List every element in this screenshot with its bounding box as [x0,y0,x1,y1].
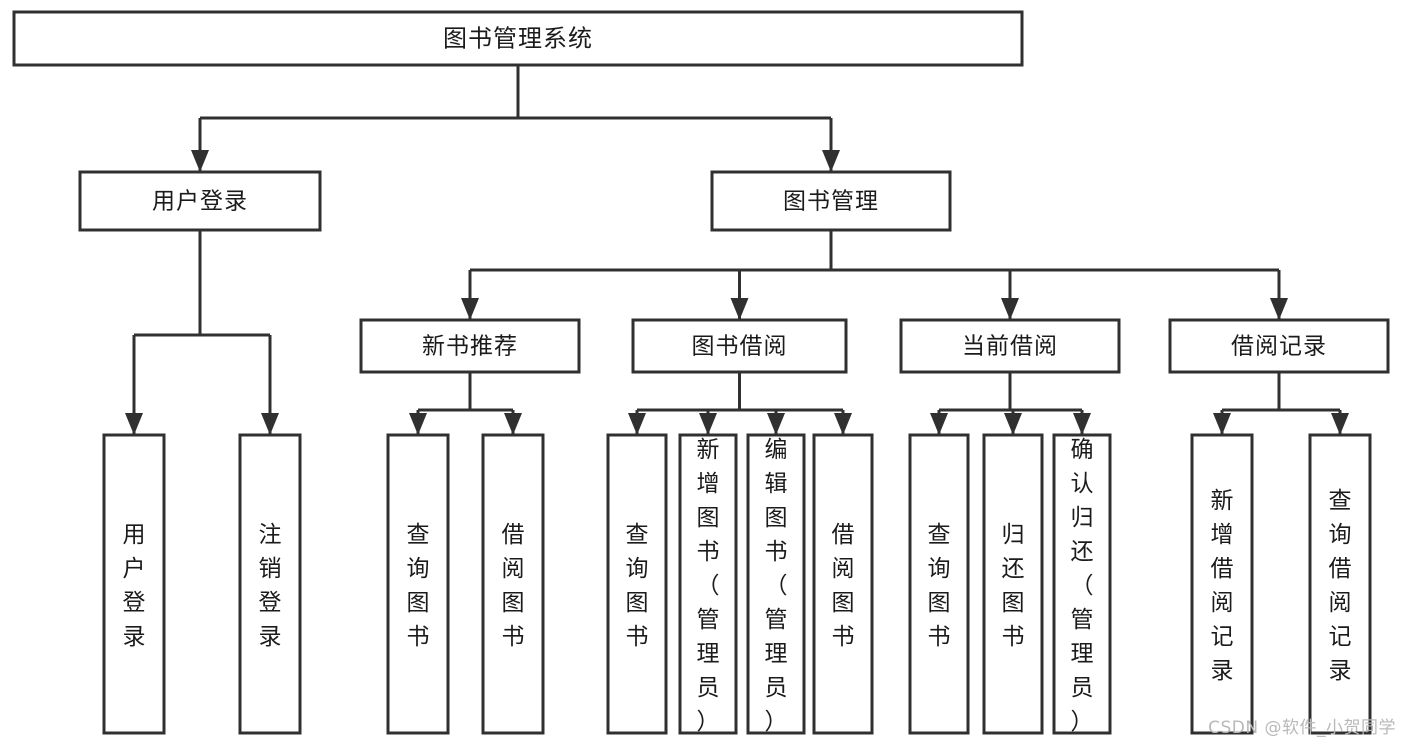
node-box-leaf-return-book [982,433,1044,735]
node-leaf-borrow-book-recommend[interactable]: 借阅图书 [481,433,545,735]
node-leaf-query-borrow-record[interactable]: 查询借阅记录 [1308,433,1372,735]
node-label-leaf-query-book-current: 查询图书 [928,522,951,650]
node-leaf-query-book-borrow[interactable]: 查询图书 [606,433,668,735]
node-box-user-login [78,170,322,232]
arrow-head-new-book-recommend [461,298,479,320]
node-leaf-add-book-admin[interactable]: 新增图书（管理员） [678,433,738,735]
node-label-leaf-borrow-book: 借阅图书 [832,522,855,650]
arrow-head-leaf-add-book-admin [699,413,717,435]
node-label-new-book-recommend: 新书推荐 [422,334,518,360]
node-new-book-recommend[interactable]: 新书推荐 [359,318,581,374]
node-box-leaf-query-borrow-record [1308,433,1372,735]
node-label-user-login: 用户登录 [152,189,248,215]
node-label-leaf-query-book-borrow: 查询图书 [626,522,649,650]
node-leaf-query-book-current[interactable]: 查询图书 [908,433,970,735]
arrow-head-leaf-confirm-return-admin [1073,413,1091,435]
node-box-leaf-borrow-book [812,433,874,735]
node-label-leaf-add-borrow-record: 新增借阅记录 [1211,488,1234,684]
node-leaf-borrow-book[interactable]: 借阅图书 [812,433,874,735]
node-box-leaf-add-book-admin [678,433,738,735]
node-leaf-logout[interactable]: 注销登录 [238,433,302,735]
node-label-borrow-record: 借阅记录 [1231,334,1327,360]
arrow-head-leaf-add-borrow-record [1213,413,1231,435]
csdn-watermark: CSDN @软件_小贺同学 [1208,718,1396,738]
node-label-leaf-return-book: 归还图书 [1002,522,1025,650]
node-leaf-return-book[interactable]: 归还图书 [982,433,1044,735]
node-box-leaf-user-login [102,433,166,735]
node-box-current-borrow [899,318,1121,374]
node-box-leaf-borrow-book-recommend [481,433,545,735]
arrow-head-leaf-edit-book-admin [767,413,785,435]
node-leaf-add-borrow-record[interactable]: 新增借阅记录 [1190,433,1254,735]
node-label-leaf-query-borrow-record: 查询借阅记录 [1329,488,1352,684]
arrow-head-book-borrow [730,298,749,320]
node-box-leaf-confirm-return-admin [1052,433,1112,735]
node-label-current-borrow: 当前借阅 [962,334,1058,360]
node-label-leaf-logout: 注销登录 [259,522,282,650]
node-label-book-borrow: 图书借阅 [692,334,788,360]
node-book-management[interactable]: 图书管理 [710,170,952,232]
arrow-head-leaf-query-book-current [930,413,948,435]
node-user-login[interactable]: 用户登录 [78,170,322,232]
node-box-leaf-query-book-recommend [386,433,450,735]
node-box-new-book-recommend [359,318,581,374]
node-leaf-query-book-recommend[interactable]: 查询图书 [386,433,450,735]
node-box-book-management [710,170,952,232]
node-label-leaf-edit-book-admin: 编辑图书（管理员） [765,437,788,735]
node-label-leaf-user-login: 用户登录 [123,522,146,650]
connectors-layer [125,65,1349,435]
arrow-head-leaf-query-book-recommend [409,413,427,435]
arrow-head-leaf-borrow-book-recommend [504,413,522,435]
node-label-root: 图书管理系统 [443,25,593,53]
node-box-leaf-edit-book-admin [746,433,806,735]
node-leaf-edit-book-admin[interactable]: 编辑图书（管理员） [746,433,806,735]
arrow-head-leaf-query-borrow-record [1331,413,1349,435]
arrow-head-borrow-record [1270,298,1288,320]
node-box-leaf-query-book-borrow [606,433,668,735]
node-box-borrow-record [1168,318,1390,374]
node-box-leaf-logout [238,433,302,735]
arrow-head-current-borrow [1001,298,1019,320]
node-current-borrow[interactable]: 当前借阅 [899,318,1121,374]
nodes-layer: 图书管理系统用户登录图书管理新书推荐图书借阅当前借阅借阅记录用户登录注销登录查询… [12,10,1390,735]
arrow-head-user-login [191,150,209,172]
node-label-leaf-borrow-book-recommend: 借阅图书 [502,522,525,650]
node-label-book-management: 图书管理 [783,189,879,215]
node-root[interactable]: 图书管理系统 [12,10,1024,67]
node-borrow-record[interactable]: 借阅记录 [1168,318,1390,374]
arrow-head-leaf-borrow-book [834,413,852,435]
node-leaf-user-login[interactable]: 用户登录 [102,433,166,735]
arrow-head-leaf-query-book-borrow [628,413,646,435]
node-box-book-borrow [631,318,848,374]
arrow-head-leaf-return-book [1004,413,1022,435]
node-box-leaf-query-book-current [908,433,970,735]
arrow-head-leaf-user-login [125,413,143,435]
node-label-leaf-query-book-recommend: 查询图书 [407,522,430,650]
node-leaf-confirm-return-admin[interactable]: 确认归还（管理员） [1052,433,1112,735]
node-box-root [12,10,1024,67]
node-label-leaf-add-book-admin: 新增图书（管理员） [697,437,720,735]
node-book-borrow[interactable]: 图书借阅 [631,318,848,374]
arrow-head-leaf-logout [261,413,279,435]
node-box-leaf-add-borrow-record [1190,433,1254,735]
arrow-head-book-management [822,150,840,172]
node-label-leaf-confirm-return-admin: 确认归还（管理员） [1071,437,1094,735]
